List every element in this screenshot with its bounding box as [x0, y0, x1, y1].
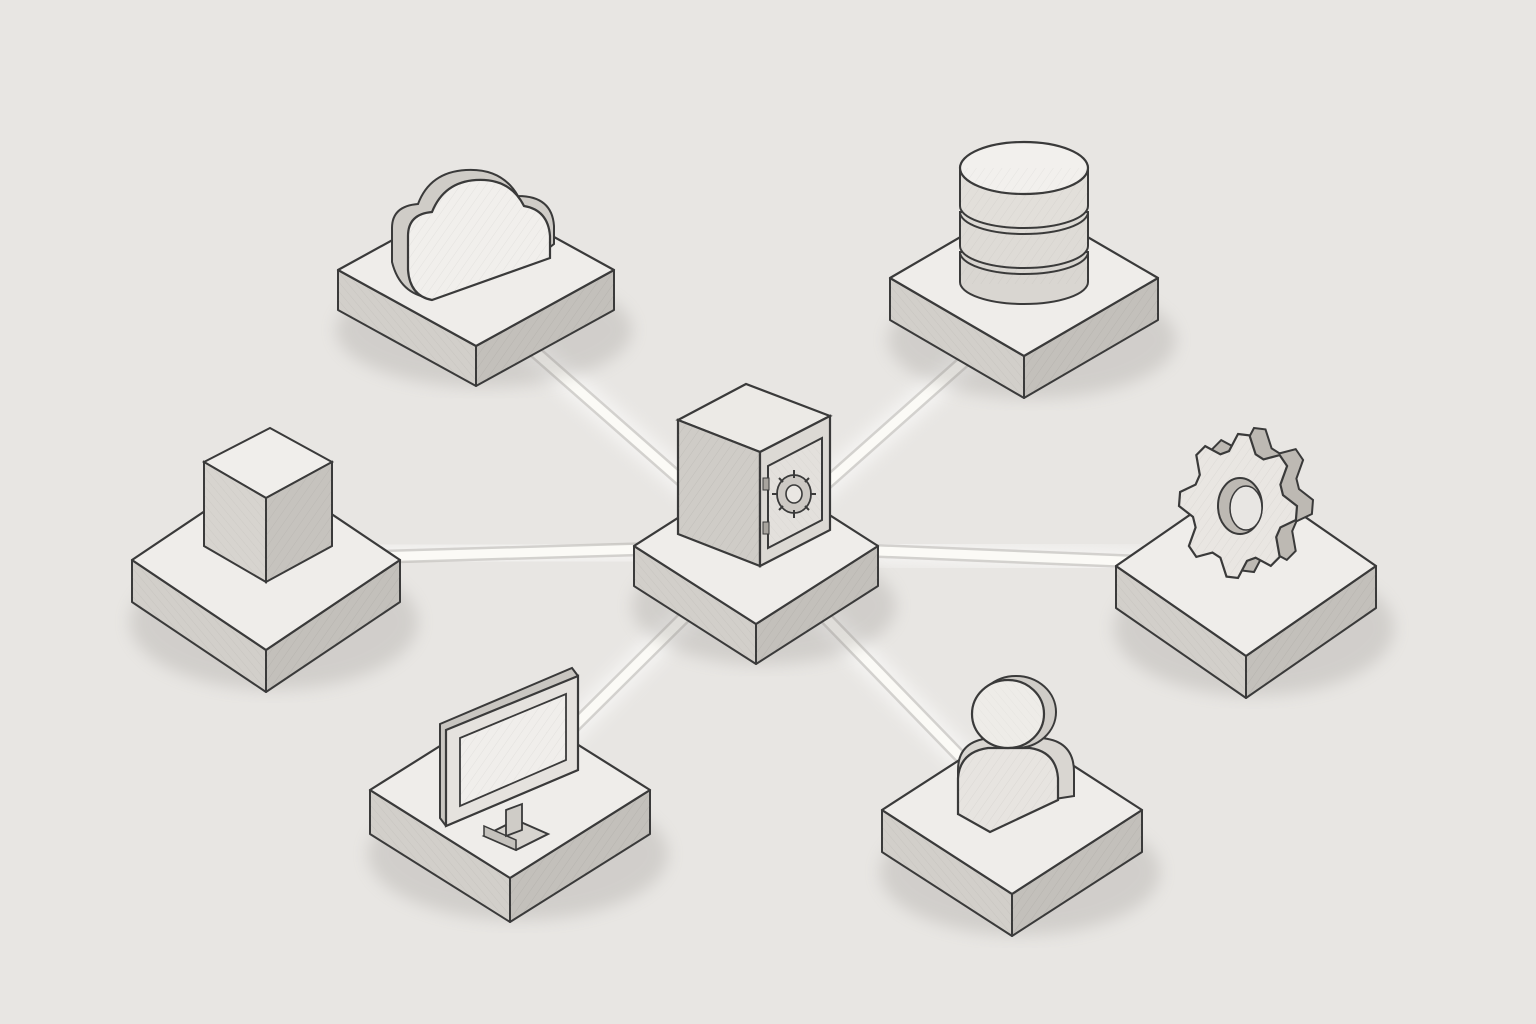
platform-left-shade — [132, 560, 266, 692]
user-icon — [956, 675, 1075, 834]
platform-left-shade — [1116, 566, 1246, 698]
node-cloud[interactable] — [336, 168, 616, 387]
platform-left-shade — [370, 790, 510, 922]
database-icon — [958, 140, 1090, 305]
cube-icon — [201, 426, 335, 584]
node-cube[interactable] — [130, 426, 402, 693]
platform-right-shade — [756, 546, 878, 664]
platform-right-shade — [1024, 278, 1158, 398]
monitor-icon — [439, 666, 580, 852]
platform-right-shade — [510, 790, 650, 922]
cloud-icon — [391, 168, 555, 302]
platform-right-shade — [476, 270, 614, 386]
platform-right-shade — [1012, 810, 1142, 936]
node-gear[interactable] — [1114, 426, 1378, 699]
node-database[interactable] — [888, 140, 1160, 399]
gear-icon — [1177, 426, 1315, 580]
vault-safe-icon — [675, 382, 833, 568]
node-monitor[interactable] — [368, 666, 652, 923]
platform-left-shade — [634, 546, 756, 664]
platform-left-shade — [882, 810, 1012, 936]
platform-right-shade — [1246, 566, 1376, 698]
node-vault[interactable] — [632, 382, 880, 665]
gear-hole-inner — [1229, 485, 1263, 531]
platform-left-shade — [338, 270, 476, 386]
platform-left-shade — [890, 278, 1024, 398]
node-user[interactable] — [880, 675, 1144, 937]
platform-right-shade — [266, 560, 400, 692]
